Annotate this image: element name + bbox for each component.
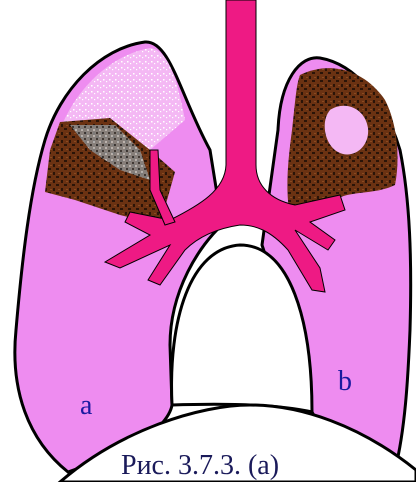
left-lung-label: a [80,390,93,421]
figure-caption: Рис. 3.7.3. (а) [121,450,279,481]
right-lung-label: b [338,366,352,397]
